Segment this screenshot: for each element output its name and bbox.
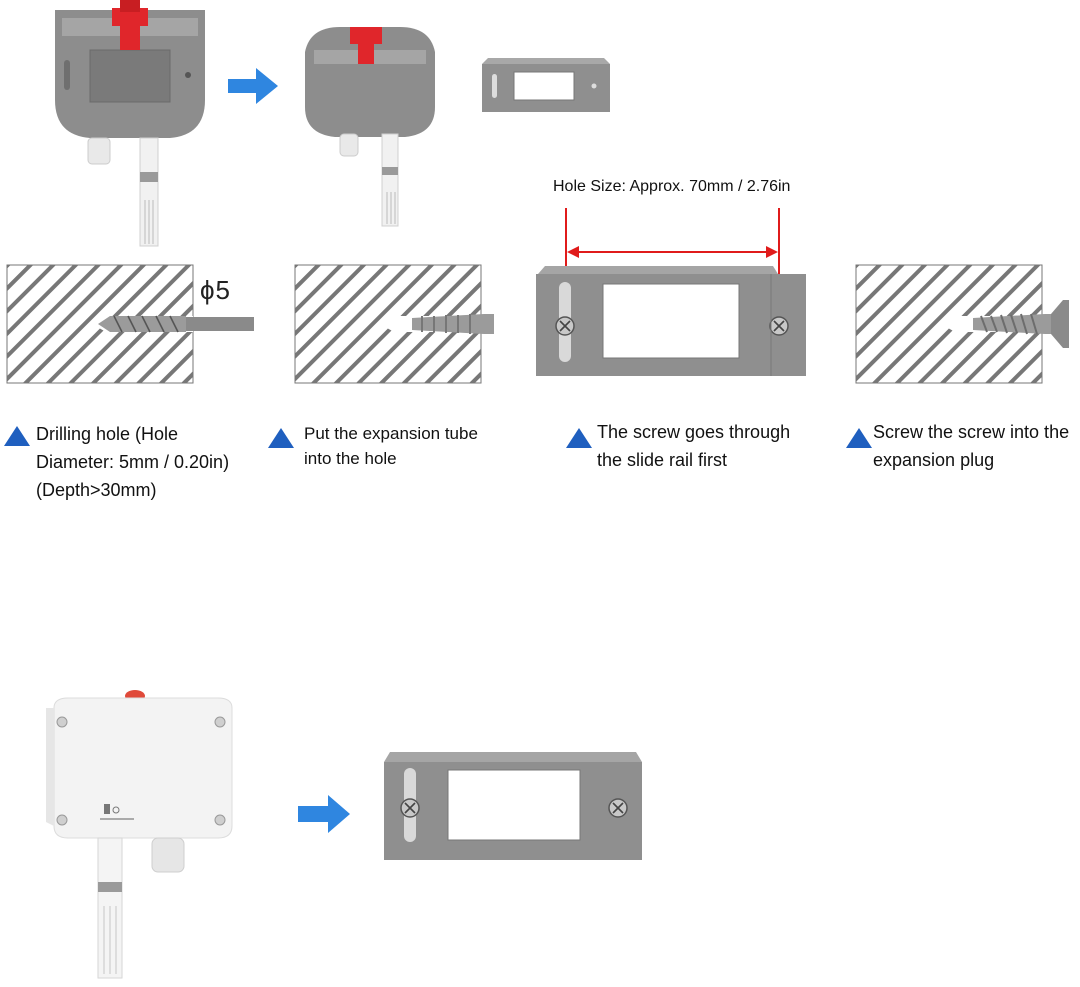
mounted-bracket-illustration xyxy=(384,752,642,860)
caption-line: Diameter: 5mm / 0.20in) xyxy=(36,452,230,472)
drill-diameter-label: ϕ5 xyxy=(200,275,232,305)
hole-size-label: Hole Size: Approx. 70mm / 2.76in xyxy=(553,178,791,195)
triangle-icon xyxy=(4,426,30,446)
caption-line: Drilling hole (Hole xyxy=(36,424,179,444)
right-arrow-icon xyxy=(298,795,350,833)
caption-line: expansion plug xyxy=(873,450,995,470)
bracket-on-wall-illustration xyxy=(536,208,806,376)
screw-into-plug-illustration xyxy=(855,264,1069,384)
white-sensor-device-illustration xyxy=(46,690,233,979)
caption-line: (Depth>30mm) xyxy=(36,480,157,500)
caption-line: the slide rail first xyxy=(597,450,728,470)
right-arrow-icon xyxy=(228,68,278,104)
device-with-bracket-illustration xyxy=(55,0,205,247)
wall-drilling-illustration xyxy=(6,264,254,384)
caption-line: into the hole xyxy=(304,449,397,468)
triangle-icon xyxy=(268,428,294,448)
step-3-caption: The screw goes through the slide rail fi… xyxy=(597,418,790,474)
wall-expansion-tube-illustration xyxy=(294,264,494,384)
step-2-caption: Put the expansion tube into the hole xyxy=(304,421,478,471)
step-1-caption: Drilling hole (Hole Diameter: 5mm / 0.20… xyxy=(36,420,229,504)
caption-line: Screw the screw into the xyxy=(873,422,1070,442)
triangle-icon xyxy=(566,428,592,448)
triangle-icon xyxy=(846,428,872,448)
device-without-bracket-illustration xyxy=(305,27,435,227)
caption-line: Put the expansion tube xyxy=(304,424,478,443)
step-4-caption: Screw the screw into the expansion plug xyxy=(873,418,1069,474)
caption-line: The screw goes through xyxy=(597,422,791,442)
slide-rail-bracket-illustration xyxy=(482,58,610,112)
